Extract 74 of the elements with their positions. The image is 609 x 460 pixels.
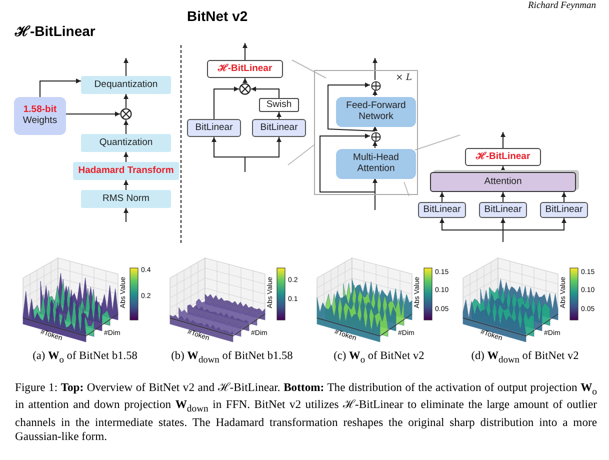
process-box <box>73 162 179 180</box>
module-box <box>336 97 416 127</box>
arrow <box>124 208 128 222</box>
arrow <box>500 166 506 172</box>
arrow <box>244 136 282 172</box>
multiply-symbol <box>120 108 132 120</box>
add-symbol <box>371 132 381 142</box>
arrow <box>372 178 378 210</box>
node-label: Multi-Head Attention <box>352 153 400 175</box>
process-box <box>81 76 171 94</box>
arrow <box>276 112 282 120</box>
activation-box <box>259 98 299 112</box>
arrow <box>124 94 128 108</box>
node-label: BitLinear <box>260 122 298 134</box>
arrow <box>250 86 280 98</box>
layer-box <box>187 119 241 137</box>
node-label: Feed-Forward Network <box>345 101 407 123</box>
arrow <box>500 132 506 148</box>
arrow <box>214 86 240 120</box>
node-label: BitLinear <box>484 204 522 216</box>
node-label: BitLinear <box>195 122 233 134</box>
node-label: ℋ-BitLinear <box>218 64 272 74</box>
arrow <box>562 192 566 202</box>
arrow <box>372 140 378 148</box>
arrow <box>502 218 566 242</box>
arrow <box>124 58 128 76</box>
node-label: RMS Norm <box>102 194 150 204</box>
panel-title: BitNet v2 <box>187 9 248 24</box>
subfigure-caption: (c) W$_{o}$ of BitNet v2 <box>332 350 426 366</box>
subfigure-caption: (a) W$_{o}$ of BitNet b1.58 <box>32 350 138 366</box>
process-box <box>81 190 171 208</box>
figure-caption: Figure 1: Top: Overview of BitNet v2 and ℋ-BitLinear. Bottom: The distribution of the activation of output projection W$_{o}$ in attention and down projection W$_{down}$ in FFN. BitNet v2 utilizes ℋ-BitLinear to eliminate the large amount of outlier channels in the intermediate states. The Hadamard transformation reshapes the original sharp distribution into a more Gaussian-like form. <box>15 381 597 444</box>
layer-box <box>540 202 588 218</box>
node-label: BitLinear <box>545 204 583 216</box>
process-box <box>81 134 171 152</box>
arrow <box>242 42 248 60</box>
node-label: 1.58-bit <box>23 105 57 116</box>
repeat-label: × L <box>396 73 412 84</box>
arrow <box>372 90 378 96</box>
header-text: Richard Feynman <box>528 1 596 12</box>
layer-box <box>252 119 306 137</box>
node-label: Hadamard Transform <box>78 166 174 176</box>
node-label: Quantization <box>99 138 153 148</box>
panel-title: ℋ-BitLinear <box>15 22 96 40</box>
arrow <box>124 120 128 134</box>
attention-box <box>430 172 576 192</box>
arrow <box>124 152 128 162</box>
arrow <box>66 112 120 116</box>
module-box <box>336 149 416 179</box>
arrow <box>440 192 444 202</box>
node-label: ℋ-BitLinear <box>476 152 530 162</box>
layer-box <box>465 148 541 166</box>
arrow <box>328 82 376 132</box>
layer-box <box>207 60 283 78</box>
subfigure-caption: (b) W$_{down}$ of BitNet b1.58 <box>170 350 294 366</box>
node-label: BitLinear <box>423 204 461 216</box>
node-label: Attention <box>484 176 522 188</box>
node-label: Dequantization <box>94 80 158 90</box>
arrow <box>320 134 376 192</box>
layer-box <box>418 202 466 218</box>
node-label: Swish <box>266 100 292 110</box>
arrow <box>500 192 506 202</box>
add-symbol <box>371 81 381 91</box>
arrow <box>124 180 128 190</box>
layer-box <box>479 202 527 218</box>
multiply-symbol <box>239 83 251 95</box>
repeat-block <box>314 70 418 195</box>
arrow <box>40 78 82 98</box>
node-label: Weights <box>22 116 58 127</box>
arrow <box>242 78 248 84</box>
weights-box <box>14 97 66 135</box>
arrow <box>372 126 378 132</box>
subfigure-caption: (d) W$_{down}$ of BitNet v2 <box>470 350 580 366</box>
arrow <box>372 58 378 80</box>
